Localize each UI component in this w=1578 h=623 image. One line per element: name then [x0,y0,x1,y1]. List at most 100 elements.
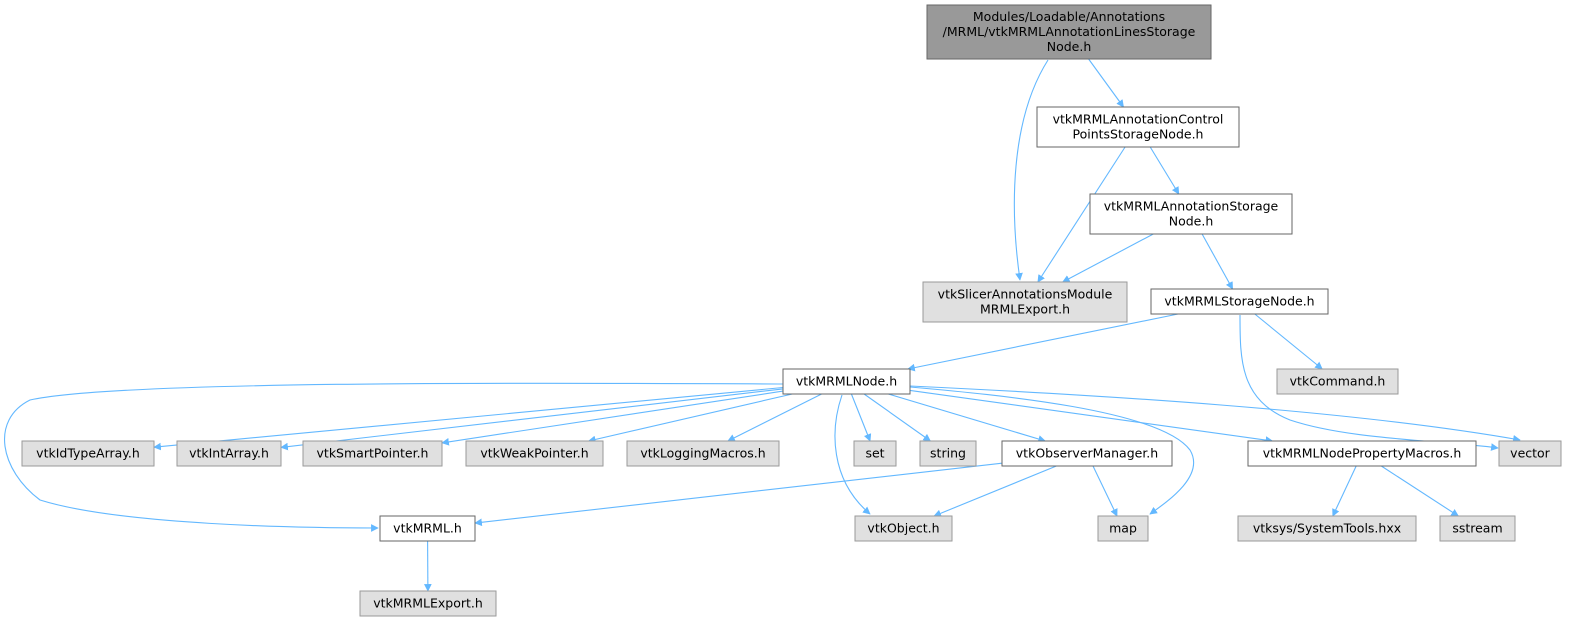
edge-node-to-propmac [909,389,1274,444]
node-ctrl[interactable]: vtkMRMLAnnotationControlPointsStorageNod… [1036,106,1240,148]
node-intarr: vtkIntArray.h [176,440,282,467]
edge-node-to-map [909,386,1195,515]
node-mrmlexp: vtkMRMLExport.h [359,590,497,617]
edge-propmac-to-systools [1332,465,1357,517]
edge-observer-to-mrml [474,462,1003,527]
node-box [853,440,897,467]
edge-node-to-smart [441,390,784,446]
node-smart: vtkSmartPointer.h [302,440,443,467]
node-command: vtkCommand.h [1276,368,1399,395]
node-label: vtkCommand.h [1290,374,1386,389]
edge-storage-to-node [907,313,1179,372]
edge-node-to-weak [587,393,793,444]
nodes-layer: Modules/Loadable/Annotations/MRML/vtkMRM… [21,4,1562,617]
node-box [919,440,977,467]
node-box [379,515,476,542]
edge-line [1037,146,1126,283]
node-box [926,4,1212,60]
node-box [1439,515,1516,542]
edge-propmac-to-sstream [1381,465,1459,517]
node-storage[interactable]: vtkMRMLStorageNode.h [1150,288,1329,315]
node-box [302,440,443,467]
node-box [1001,440,1173,467]
node-box [21,440,155,467]
edge-line [153,386,784,451]
edge-line [888,393,1046,443]
edge-ctrl-to-annst [1149,146,1180,195]
node-map: map [1097,515,1149,542]
edge-observer-to-map [1092,465,1118,517]
node-label: vtkSlicerAnnotationsModule [938,287,1113,302]
edge-line [909,389,1274,444]
node-label: vtkMRMLStorageNode.h [1164,294,1314,309]
node-label: vector [1510,446,1551,461]
edge-line [909,385,1521,443]
node-label: vtkIntArray.h [189,446,269,461]
node-box [1276,368,1399,395]
edge-line [834,394,871,515]
node-label: MRMLExport.h [980,302,1070,317]
edge-line [4,382,784,532]
node-box [854,515,953,542]
node-mrml[interactable]: vtkMRML.h [379,515,476,542]
node-box [626,440,780,467]
node-label: vtkMRML.h [393,521,462,536]
edge-root-to-export [1013,59,1049,281]
node-label: map [1109,521,1137,536]
node-weak: vtkWeakPointer.h [465,440,604,467]
edge-line [909,386,1195,515]
node-set: set [853,440,897,467]
node-label: vtkMRMLExport.h [373,596,483,611]
node-root[interactable]: Modules/Loadable/Annotations/MRML/vtkMRM… [926,4,1212,60]
node-label: vtkMRMLAnnotationStorage [1104,199,1279,214]
node-label: vtkWeakPointer.h [480,446,588,461]
edge-line [441,390,784,446]
node-box [1237,515,1417,542]
edge-line [1013,59,1049,281]
node-observer[interactable]: vtkObserverManager.h [1001,440,1173,467]
node-box [1089,193,1293,235]
edge-node-to-vector [909,385,1521,443]
node-box [1097,515,1149,542]
edge-node-to-string [863,393,932,442]
node-label: vtkMRMLNodePropertyMacros.h [1263,446,1462,461]
node-box [1036,106,1240,148]
node-label: Node.h [1169,214,1214,229]
node-label: sstream [1452,521,1502,536]
node-label: vtksys/SystemTools.hxx [1253,521,1401,536]
edge-line [727,393,822,442]
edge-line [1201,233,1234,290]
edge-root-to-ctrl [1088,58,1124,108]
node-logging: vtkLoggingMacros.h [626,440,780,467]
node-string: string [919,440,977,467]
node-box [176,440,282,467]
edge-line [1149,146,1180,195]
edge-storage-to-command [1254,313,1323,370]
node-idtype: vtkIdTypeArray.h [21,440,155,467]
node-label: vtkMRMLAnnotationControl [1053,112,1224,127]
node-node[interactable]: vtkMRMLNode.h [782,368,911,395]
node-vector: vector [1498,440,1562,467]
node-object: vtkObject.h [854,515,953,542]
node-label: PointsStorageNode.h [1073,127,1204,142]
node-box [359,590,497,617]
edge-line [933,465,1057,517]
node-propmac[interactable]: vtkMRMLNodePropertyMacros.h [1247,440,1477,467]
node-box [782,368,911,395]
edge-line [907,313,1179,372]
edge-annst-to-storage [1201,233,1234,290]
node-label: Node.h [1047,39,1092,54]
node-box [1247,440,1477,467]
edge-line [587,393,793,444]
node-label: vtkObject.h [867,521,939,536]
edge-line [1092,465,1118,517]
node-label: vtkIdTypeArray.h [36,446,140,461]
edge-line [863,393,932,442]
node-label: string [930,446,966,461]
node-label: vtkMRMLNode.h [796,374,897,389]
node-box [465,440,604,467]
edge-ctrl-to-export [1037,146,1126,283]
